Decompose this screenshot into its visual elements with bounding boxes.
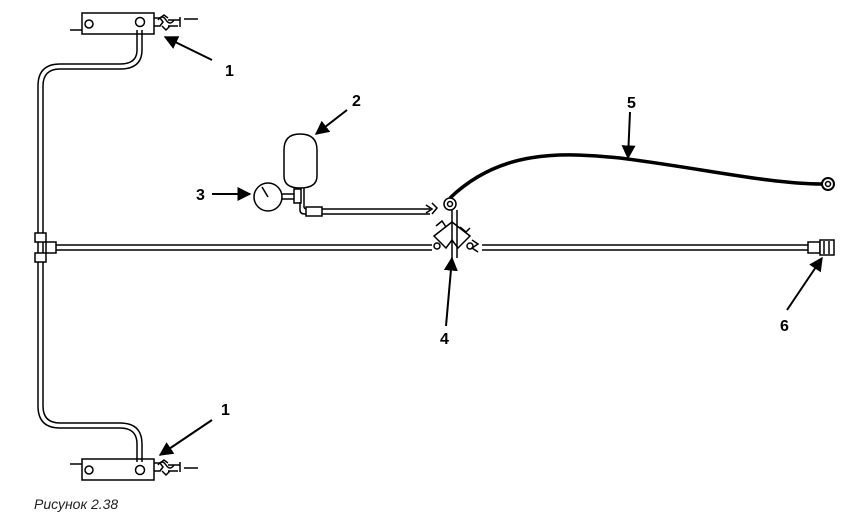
callout-2: 2 [352, 93, 361, 110]
tee-fitting [34, 232, 57, 263]
leader-5 [621, 111, 636, 160]
callout-5: 5 [627, 95, 636, 112]
figure-caption: Рисунок 2.38 [34, 496, 119, 512]
flexible-hose [448, 153, 823, 200]
callout-4: 4 [440, 331, 449, 348]
left-brake-line [37, 30, 143, 462]
leader-1-bottom [158, 419, 213, 456]
callout-3: 3 [196, 187, 205, 204]
callout-1-top: 1 [225, 63, 234, 80]
leader-1-top [163, 36, 213, 61]
leader-4 [443, 256, 458, 327]
coupling-head [807, 239, 835, 256]
reservoir-line [299, 202, 439, 217]
brake-valve [432, 197, 480, 258]
pressure-gauge [253, 182, 302, 212]
cylinder-unit-bottom [70, 458, 198, 481]
callout-6: 6 [780, 318, 789, 335]
reservoir [283, 133, 318, 202]
coupling-line [482, 244, 808, 251]
hose-end-ring [821, 177, 835, 191]
leader-2 [314, 109, 348, 135]
callout-1-bottom: 1 [221, 402, 230, 419]
cylinder-unit-top [70, 12, 198, 35]
leader-6 [786, 256, 823, 311]
main-brake-line [56, 244, 432, 251]
